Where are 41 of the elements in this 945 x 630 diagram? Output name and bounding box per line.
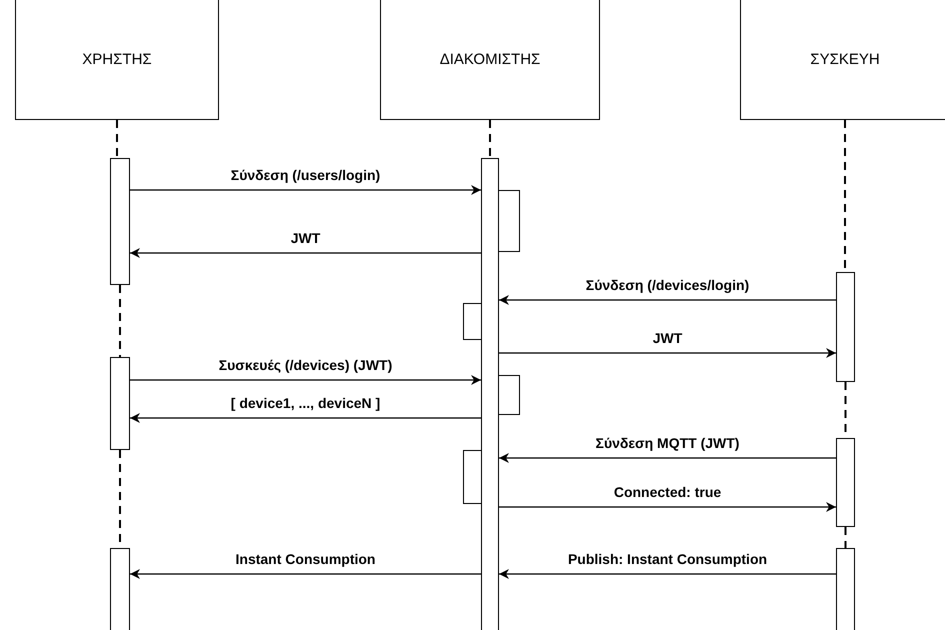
lifeline bbox=[844, 527, 846, 548]
participant-name: ΔΙΑΚΟΜΙΣΤΗΣ bbox=[440, 51, 540, 68]
message-arrow bbox=[499, 569, 836, 579]
message-label: Publish: Instant Consumption bbox=[568, 550, 768, 568]
message-label: Σύνδεση (/users/login) bbox=[230, 166, 380, 184]
activation-box bbox=[463, 303, 481, 340]
message-arrow bbox=[130, 375, 481, 385]
message-arrow bbox=[499, 295, 836, 305]
activation-bar bbox=[110, 158, 130, 285]
message-arrow bbox=[499, 453, 836, 463]
message-arrow bbox=[130, 248, 481, 258]
activation-bar bbox=[836, 438, 855, 527]
activation-bar bbox=[836, 272, 855, 382]
message-label: Συσκευές (/devices) (JWT) bbox=[218, 356, 392, 374]
participant-box bbox=[380, 0, 600, 120]
lifeline bbox=[489, 120, 491, 158]
participant-name: ΧΡΗΣΤΗΣ bbox=[82, 51, 152, 68]
message-arrow bbox=[130, 413, 481, 423]
message-arrow bbox=[130, 185, 481, 195]
lifeline bbox=[116, 120, 118, 158]
message-arrow bbox=[499, 348, 836, 358]
lifeline bbox=[119, 285, 121, 357]
message-label: Σύνδεση (/devices/login) bbox=[586, 276, 750, 294]
participant-box bbox=[740, 0, 945, 120]
message-label: Connected: true bbox=[614, 483, 722, 501]
activation-bar bbox=[481, 158, 499, 630]
message-label: [ device1, ..., deviceN ] bbox=[230, 394, 380, 412]
activation-bar bbox=[110, 357, 130, 450]
message-label: Σύνδεση MQTT (JWT) bbox=[596, 434, 740, 452]
message-arrow bbox=[499, 502, 836, 512]
activation-box bbox=[463, 450, 481, 504]
participant-name: ΣΥΣΚΕΥΗ bbox=[810, 51, 880, 68]
activation-bar bbox=[110, 548, 130, 630]
message-label: Instant Consumption bbox=[236, 550, 376, 568]
activation-bar bbox=[836, 548, 855, 630]
activation-box bbox=[499, 190, 520, 252]
message-arrow bbox=[130, 569, 481, 579]
message-label: JWT bbox=[652, 329, 682, 347]
message-label: JWT bbox=[290, 229, 320, 247]
activation-box bbox=[499, 375, 520, 415]
participant-box bbox=[15, 0, 219, 120]
